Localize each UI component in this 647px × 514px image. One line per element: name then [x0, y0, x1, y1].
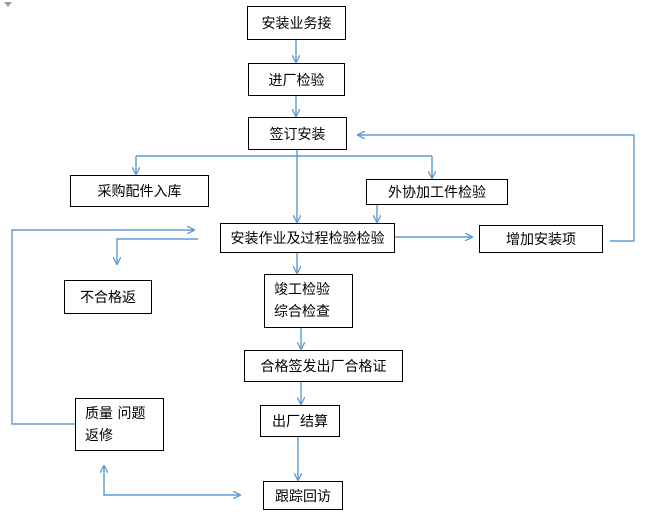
node-issue-certificate: 合格签发出厂合格证 [244, 350, 403, 382]
node-outsource-inspection: 外协加工件检验 [366, 179, 508, 205]
arrow-reject-return [117, 238, 198, 264]
node-incoming-inspection: 进厂检验 [248, 63, 345, 96]
node-quality-repair: 质量 问题 返修 [75, 398, 164, 451]
completion-line-1: 竣工检验 [274, 282, 330, 298]
node-completion-inspection: 竣工检验 综合检查 [264, 274, 353, 328]
node-purchase-parts: 采购配件入库 [70, 175, 209, 207]
arrow-add-loop [358, 135, 635, 242]
node-add-install-item: 增加安装项 [479, 225, 603, 253]
node-install-work: 安装作业及过程检验检验 [220, 223, 395, 253]
node-follow-up: 跟踪回访 [263, 481, 343, 510]
arrow-followup-quality [104, 466, 240, 495]
node-settlement: 出厂结算 [260, 405, 340, 437]
node-receive: 安装业务接 [247, 6, 346, 40]
node-sign-contract: 签订安装 [248, 117, 347, 150]
quality-line-1: 质量 问题 [85, 405, 146, 422]
node-reject-return: 不合格返 [64, 280, 152, 314]
corner-marker-icon [4, 2, 12, 7]
quality-line-2: 返修 [85, 427, 113, 444]
arrow-quality-loop [11, 230, 194, 425]
completion-line-2: 综合检查 [274, 304, 330, 320]
